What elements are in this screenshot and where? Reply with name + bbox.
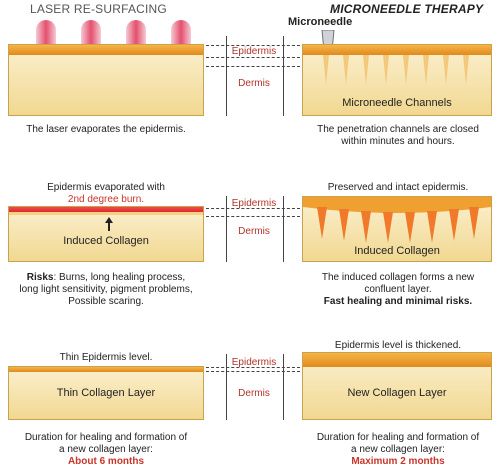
dermis-label: Dermis [238, 388, 270, 399]
epidermis-guide-top [206, 208, 300, 209]
caption-line: Duration for healing and formation of [24, 432, 188, 443]
thin-epidermis-layer [9, 367, 203, 372]
induced-collagen-label-right: Induced Collagen [354, 245, 440, 257]
skin-section-laser-1 [8, 44, 204, 116]
microneedle-label: Microneedle [288, 16, 353, 28]
caption-line: The induced collagen forms a new [321, 272, 475, 283]
arrow-up-icon [105, 217, 113, 236]
skin-section-microneedle-1: Microneedle Channels [302, 44, 492, 116]
guide-vline-right [283, 196, 284, 262]
microneedle-top-caption-3: Epidermis level is thickened. [334, 340, 462, 351]
header-microneedle: MICRONEEDLE THERAPY [330, 2, 484, 16]
epidermis-layer [303, 45, 491, 55]
epidermis-guide-top [206, 45, 300, 46]
caption-line: Epidermis evaporated with [47, 182, 165, 193]
risks-caption: Risks: Burns, long healing process, long… [0, 272, 212, 308]
guide-vline-left [226, 354, 227, 420]
caption-line: a new collagen layer: [59, 444, 153, 455]
risks-label: Risks [26, 272, 54, 283]
guide-vline-left [226, 36, 227, 116]
laser-duration-caption: Duration for healing and formation of a … [0, 432, 212, 468]
microneedle-channels [323, 55, 469, 85]
caption-line: within minutes and hours. [341, 136, 455, 147]
skin-section-laser-3: Thin Collagen Layer [8, 366, 204, 420]
epidermis-label: Epidermis [231, 357, 277, 368]
burned-epidermis [9, 207, 203, 212]
caption-line: Duration for healing and formation of [316, 432, 480, 443]
microneedle-channels-label: Microneedle Channels [342, 97, 452, 109]
burn-margin [9, 212, 203, 215]
benefit-text: Fast healing and minimal risks. [323, 296, 473, 307]
microneedle-caption-2: The induced collagen forms a new conflue… [300, 272, 496, 308]
laser-top-caption-3: Thin Epidermis level. [59, 352, 153, 363]
caption-line: The penetration channels are closed [317, 124, 479, 135]
guide-vline-right [283, 36, 284, 116]
collagen-channels [303, 197, 491, 243]
microneedle-duration-caption: Duration for healing and formation of a … [300, 432, 496, 468]
dermis-label: Dermis [238, 226, 270, 237]
skin-section-microneedle-3: New Collagen Layer [302, 352, 492, 420]
induced-collagen-label-left: Induced Collagen [63, 235, 149, 247]
guide-vline-left [226, 196, 227, 262]
skin-section-laser-2: Induced Collagen [8, 206, 204, 262]
microneedle-top-caption-2: Preserved and intact epidermis. [327, 182, 469, 193]
epidermis-label: Epidermis [231, 198, 277, 209]
epidermis-guide-top [206, 367, 300, 368]
laser-duration: About 6 months [67, 456, 145, 467]
laser-top-caption-2: Epidermis evaporated with 2nd degree bur… [0, 182, 212, 206]
guide-vline-right [283, 354, 284, 420]
risks-line: Risks: Burns, long healing process, [0, 272, 212, 284]
dermis-label: Dermis [238, 78, 270, 89]
caption-line: a new collagen layer: [351, 444, 445, 455]
epidermis-guide-bottom [206, 57, 300, 58]
skin-section-microneedle-2: Induced Collagen [302, 196, 492, 262]
epidermis-guide-bottom [206, 216, 300, 217]
thick-epidermis-layer [303, 353, 491, 367]
dermis-guide-top [206, 66, 300, 67]
epidermis-guide-bottom [206, 371, 300, 372]
epidermis-layer [9, 45, 203, 55]
burn-text: 2nd degree burn. [67, 194, 145, 205]
new-collagen-label: New Collagen Layer [347, 387, 447, 399]
caption-line: long light sensitivity, pigment problems… [19, 284, 193, 295]
risks-text: : Burns, long healing process, [53, 272, 186, 283]
thin-collagen-label: Thin Collagen Layer [56, 387, 156, 399]
header-laser: LASER RE-SURFACING [30, 2, 167, 16]
caption-line: confluent layer. [364, 284, 432, 295]
laser-caption-1: The laser evaporates the epidermis. [26, 124, 186, 135]
caption-line: Possible scaring. [68, 296, 144, 307]
microneedle-duration: Maximum 2 months [351, 456, 445, 467]
epidermis-label: Epidermis [231, 46, 277, 57]
microneedle-caption-1: The penetration channels are closed with… [300, 124, 496, 148]
